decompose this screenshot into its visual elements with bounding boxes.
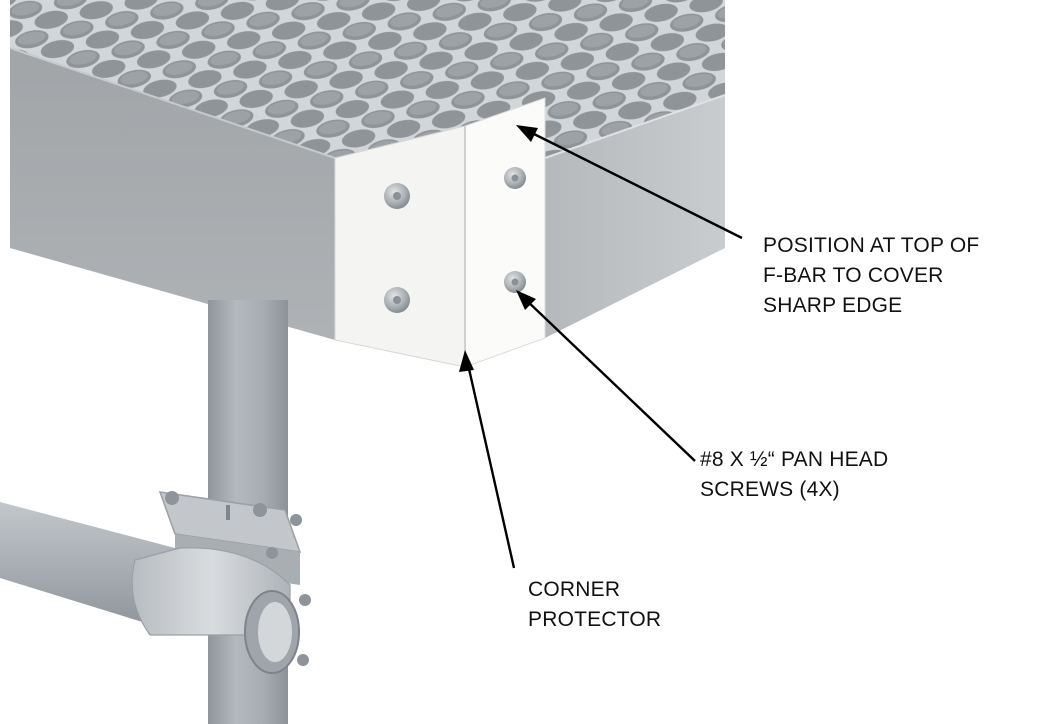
callout-screws-line-2: SCREWS (4X) [700,478,840,501]
corner-protector-left-face [334,125,466,368]
callout-screws-line-1: #8 X ½“ PAN HEAD [700,448,888,471]
clamp-bolt-icon [297,654,309,666]
leader-lines [459,125,743,569]
clamp-bolt-icon [299,594,311,606]
leader-protector-note [459,350,516,569]
pan-head-screw-icon [384,287,410,313]
clamp-bolt-icon [253,503,267,517]
corner-protector-right-face [464,97,546,368]
callout-position-line-1: POSITION AT TOP OF [763,234,979,257]
tray-side-panel [545,95,725,338]
clamp-bolt-icon [290,514,302,526]
pan-head-screw-icon [504,167,526,189]
pan-head-screw-icon [384,183,410,209]
expanded-metal-mesh [10,0,725,158]
tray-assembly [9,0,726,340]
callout-position-line-2: F-BAR TO COVER [763,264,944,287]
callout-protector-line-2: PROTECTOR [528,608,661,631]
pan-head-screw-icon [504,271,526,293]
callout-protector-line-1: CORNER [528,578,620,601]
clamp-bolt-icon [266,547,278,559]
leg-assembly [0,300,311,724]
callout-position: POSITION AT TOP OF F-BAR TO COVER SHARP … [763,234,979,317]
callout-screws: #8 X ½“ PAN HEAD SCREWS (4X) [700,448,888,501]
leader-screws-note [516,290,696,462]
clamp-bolt-icon [165,491,179,505]
callout-position-line-3: SHARP EDGE [763,294,902,317]
horizontal-cross-tube [0,502,175,632]
leader-position-note [516,125,743,240]
callout-protector: CORNER PROTECTOR [528,578,661,631]
tray-front-panel [10,48,335,340]
